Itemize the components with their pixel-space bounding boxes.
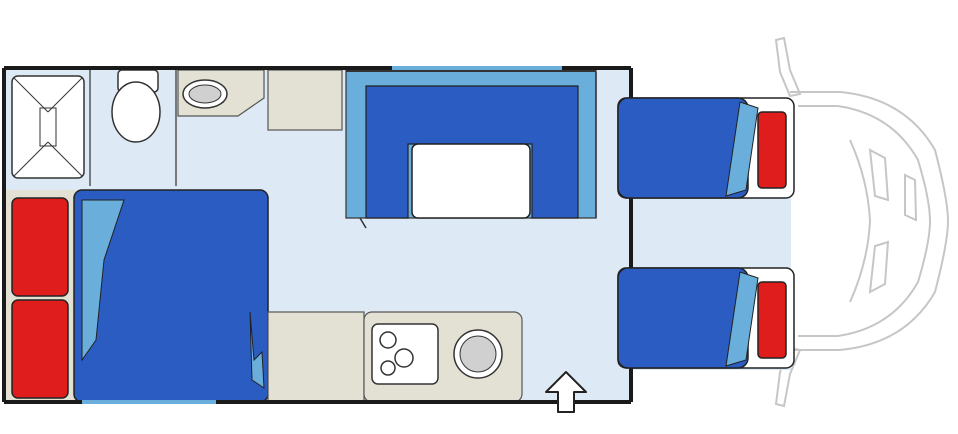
wardrobe bbox=[267, 69, 343, 131]
cab-seat-passenger bbox=[617, 267, 795, 369]
window-top bbox=[392, 66, 562, 70]
basin-icon bbox=[182, 79, 228, 109]
shower bbox=[8, 68, 91, 186]
burner-icon bbox=[380, 360, 396, 376]
toilet-icon bbox=[111, 68, 177, 186]
entrance-arrow-icon bbox=[545, 371, 587, 413]
vehicle-cab bbox=[790, 91, 950, 351]
burner-icon bbox=[394, 348, 414, 368]
shower-tray-icon bbox=[13, 77, 83, 177]
dinette-table bbox=[411, 143, 531, 219]
side-mirror-icon bbox=[774, 36, 802, 408]
pillow-icon bbox=[11, 299, 69, 399]
sink-icon bbox=[453, 329, 503, 379]
seat-headrest-icon bbox=[757, 111, 787, 189]
cab-seat-driver bbox=[617, 97, 795, 199]
hob bbox=[371, 323, 439, 385]
burner-icon bbox=[379, 331, 397, 349]
window-bottom bbox=[82, 400, 216, 404]
bed-pillows bbox=[11, 197, 69, 399]
seat-headrest-icon bbox=[757, 281, 787, 359]
pillow-icon bbox=[11, 197, 69, 297]
